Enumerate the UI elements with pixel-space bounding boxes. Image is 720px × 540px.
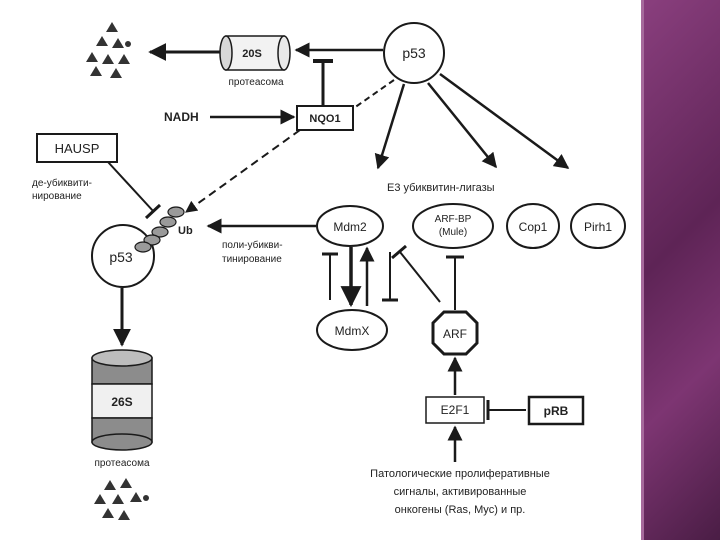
mdm2-node: [316, 205, 384, 247]
arrow-p53-to-e3-2: [427, 82, 497, 169]
slide-side-panel: [641, 0, 720, 540]
arf-inhibits-mdm2-bar: [391, 244, 407, 260]
nadh-label: NADH: [164, 110, 199, 124]
mdmx-node: [316, 309, 388, 351]
e2f1-box: [425, 396, 485, 424]
arf-inhibits-mdm2-line: [399, 251, 441, 303]
hausp-inhibition-line: [107, 161, 155, 213]
arrow-p53-to-e3-1: [374, 83, 406, 170]
ub-label: Ub: [178, 225, 193, 237]
proteasome-20s-caption: протеасома: [228, 77, 283, 88]
deubiquitination-line2: нирование: [32, 191, 82, 202]
degraded-fragments-top: [86, 22, 131, 78]
arf-node: [431, 310, 479, 356]
pirh1-label: Pirh1: [584, 220, 612, 234]
arf-bp-node: [412, 203, 494, 249]
pirh1-node: [570, 203, 626, 249]
degraded-fragments-bottom: [94, 478, 149, 520]
p53-bottom-label: p53: [109, 249, 133, 265]
cop1-label: Cop1: [519, 220, 548, 234]
signals-line1: Патологические пролиферативные: [370, 468, 550, 480]
arf-label: ARF: [443, 327, 467, 341]
deubiquitination-line1: де-убиквити-: [32, 177, 92, 189]
polyubiquitination-line2: тинирование: [222, 254, 282, 265]
hausp-inhibition-bar: [144, 203, 162, 220]
p53-top-node: [383, 22, 445, 84]
nqo1-label: NQO1: [309, 113, 340, 125]
dashed-nqo1-to-ub: [185, 129, 301, 213]
arf-bp-label-line2: (Mule): [439, 227, 467, 238]
proteasome-26s: 26S: [91, 349, 153, 451]
arf-bp-label-line1: ARF-BP: [435, 214, 472, 225]
arrow-p53-to-e3-3: [439, 72, 570, 170]
ubiquitin-chain: [134, 206, 185, 253]
p53-bottom-node: [91, 224, 155, 288]
p53-pathway-diagram: 20S протеасома p53 NADH NQO1 Е3 убиквити…: [32, 22, 626, 520]
prb-box: [527, 395, 585, 426]
nqo1-box: [296, 105, 354, 131]
proteasome-20s: 20S: [219, 35, 291, 71]
dashed-p53-to-nqo1: [353, 79, 395, 109]
prb-label: pRB: [544, 404, 569, 418]
signals-line3: онкогены (Ras, Myc) и пр.: [395, 504, 526, 516]
polyubiquitination-line1: поли-убикви-: [222, 239, 283, 251]
p53-top-label: p53: [402, 45, 426, 61]
mdm2-label: Mdm2: [333, 220, 367, 234]
proteasome-26s-label: 26S: [111, 395, 132, 409]
mdmx-label: MdmX: [335, 324, 370, 338]
hausp-box: [36, 133, 118, 163]
signals-line2: сигналы, активированные: [394, 486, 527, 498]
e3-ligases-title: Е3 убиквитин-лигазы: [387, 182, 495, 194]
proteasome-26s-caption: протеасома: [94, 458, 149, 469]
e2f1-label: E2F1: [441, 403, 470, 417]
proteasome-20s-label: 20S: [242, 48, 262, 60]
hausp-label: HAUSP: [55, 141, 100, 156]
cop1-node: [506, 203, 560, 249]
